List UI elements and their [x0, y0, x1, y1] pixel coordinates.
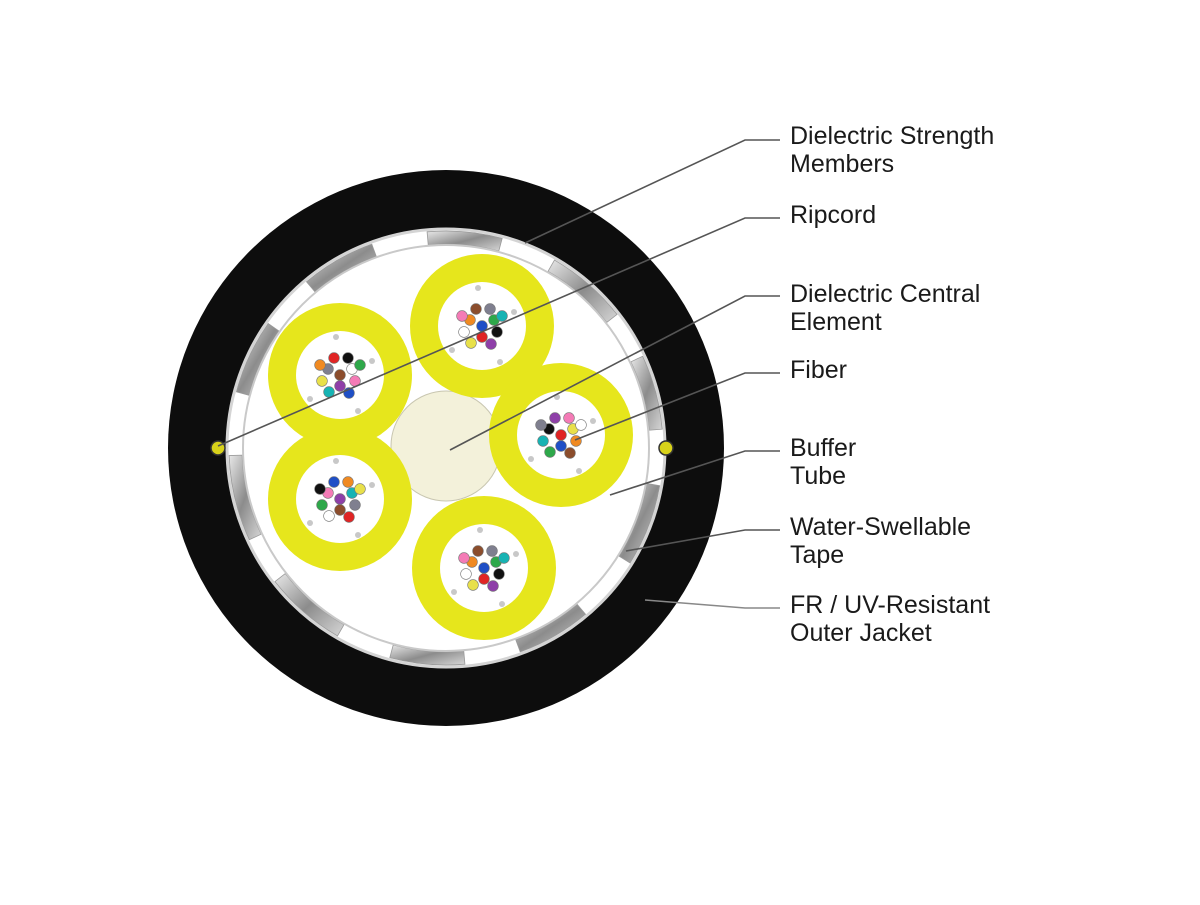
- gel-dot: [477, 527, 483, 533]
- label-buffer-tube: Buffer Tube: [790, 434, 857, 490]
- label-water-swellable-tape: Water-Swellable Tape: [790, 513, 972, 569]
- gel-dot: [369, 482, 375, 488]
- fiber-strand: [456, 310, 468, 322]
- gel-dot: [499, 601, 505, 607]
- fiber-strand: [570, 435, 582, 447]
- fiber-strand: [549, 412, 561, 424]
- fiber-strand: [535, 419, 547, 431]
- fiber-strand: [460, 568, 472, 580]
- fiber-strand: [465, 337, 477, 349]
- gel-dot: [590, 418, 596, 424]
- gel-dot: [333, 458, 339, 464]
- fiber-strand: [314, 483, 326, 495]
- ripcord-right-dot: [658, 440, 674, 456]
- gel-dot: [451, 589, 457, 595]
- gel-dot: [307, 520, 313, 526]
- fiber-strand: [478, 573, 490, 585]
- fiber-strand: [342, 476, 354, 488]
- fiber-strand: [328, 476, 340, 488]
- gel-dot: [307, 396, 313, 402]
- fiber-strand: [314, 359, 326, 371]
- fiber-strand: [349, 499, 361, 511]
- gel-dot: [475, 285, 481, 291]
- gel-dot: [576, 468, 582, 474]
- fiber-strand: [537, 435, 549, 447]
- fiber-strand: [458, 552, 470, 564]
- fiber-strand: [334, 504, 346, 516]
- gel-dot: [369, 358, 375, 364]
- leader-water-tape: [625, 529, 780, 552]
- fiber-strand: [555, 429, 567, 441]
- fiber-strand: [498, 552, 510, 564]
- fiber-strand: [555, 440, 567, 452]
- fiber-strand: [487, 580, 499, 592]
- gel-dot: [449, 347, 455, 353]
- fiber-strand: [575, 419, 587, 431]
- leader-ripcord: [217, 217, 780, 447]
- label-dielectric-central-element: Dielectric Central Element: [790, 280, 981, 336]
- gel-dot: [513, 551, 519, 557]
- fiber-strand: [544, 446, 556, 458]
- label-ripcord: Ripcord: [790, 201, 877, 229]
- fiber-strand: [354, 359, 366, 371]
- fiber-strand: [316, 499, 328, 511]
- gel-dot: [528, 456, 534, 462]
- fiber-strand: [334, 493, 346, 505]
- gel-dot: [497, 359, 503, 365]
- leader-buffer-tube: [609, 450, 780, 496]
- leader-fiber: [574, 372, 780, 441]
- fiber-strand: [328, 352, 340, 364]
- fiber-strand: [343, 511, 355, 523]
- gel-dot: [511, 309, 517, 315]
- fiber-strand: [342, 352, 354, 364]
- fiber-strand: [316, 375, 328, 387]
- fiber-strand: [496, 310, 508, 322]
- fiber-strand: [470, 303, 482, 315]
- fiber-strand: [323, 510, 335, 522]
- fiber-strand: [564, 447, 576, 459]
- leader-outer-jacket: [644, 599, 780, 609]
- fiber-strand: [467, 579, 479, 591]
- fiber-strand: [485, 338, 497, 350]
- fiber-strand: [491, 326, 503, 338]
- fiber-strand: [354, 483, 366, 495]
- label-fiber: Fiber: [790, 356, 847, 384]
- fiber-strand: [486, 545, 498, 557]
- fiber-strand: [334, 380, 346, 392]
- gel-dot: [355, 532, 361, 538]
- label-dielectric-strength-members: Dielectric Strength Members: [790, 122, 995, 178]
- gel-dot: [333, 334, 339, 340]
- fiber-strand: [472, 545, 484, 557]
- fiber-strand: [458, 326, 470, 338]
- fiber-strand: [334, 369, 346, 381]
- fiber-strand: [493, 568, 505, 580]
- label-outer-jacket: FR / UV-Resistant Outer Jacket: [790, 591, 991, 647]
- gel-dot: [355, 408, 361, 414]
- fiber-strand: [484, 303, 496, 315]
- fiber-strand: [478, 562, 490, 574]
- leader-central-element: [449, 295, 780, 451]
- fiber-strand: [563, 412, 575, 424]
- leader-strength-members: [524, 139, 780, 244]
